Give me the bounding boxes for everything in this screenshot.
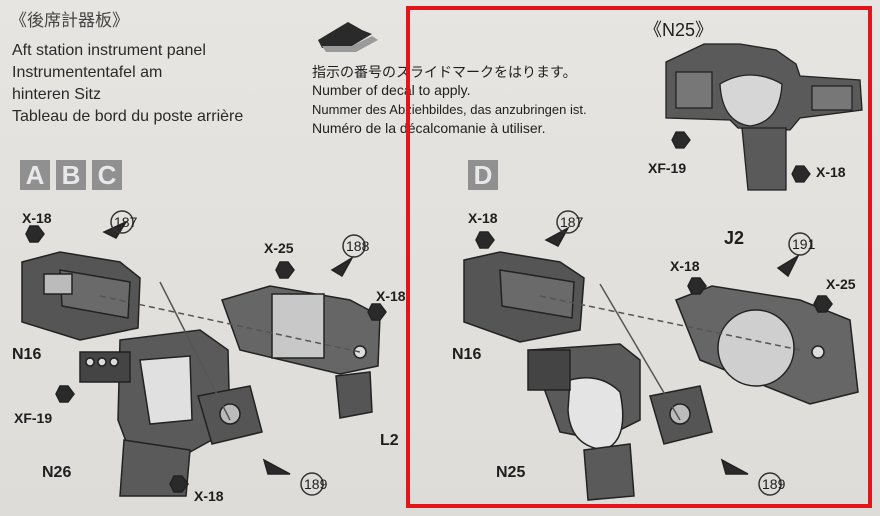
label-x18-ref: X-18 <box>816 164 846 180</box>
label-l2: L2 <box>380 432 399 449</box>
variant-header-a: A <box>20 160 50 190</box>
n25-body <box>527 343 641 501</box>
step-187-d: 187 <box>560 214 584 230</box>
d-assembly <box>463 210 859 501</box>
variant-header-d: D <box>468 160 498 190</box>
label-x25-d: X-25 <box>826 276 856 292</box>
label-n25: N25 <box>496 464 526 481</box>
n16-panel <box>21 251 141 341</box>
desc-en: Aft station instrument panel <box>12 42 206 59</box>
n25-reference <box>665 43 863 191</box>
n26-console <box>79 329 231 497</box>
instruction-en: Number of decal to apply. <box>312 82 471 98</box>
label-x18-top: X-18 <box>22 210 52 226</box>
label-x25: X-25 <box>264 240 294 256</box>
small-unit-d <box>649 385 713 445</box>
label-n26: N26 <box>42 464 72 481</box>
left-assembly <box>21 210 387 497</box>
label-x18-d-mid: X-18 <box>670 258 700 274</box>
n25-title: 《N25》 <box>644 20 714 40</box>
label-n16-d: N16 <box>452 346 482 363</box>
desc-de-2: hinteren Sitz <box>12 86 101 103</box>
instruction-de: Nummer des Abziehbildes, das anzubringen… <box>312 102 587 117</box>
label-x18-bottom: X-18 <box>194 488 224 504</box>
label-n16: N16 <box>12 346 42 363</box>
variant-header-c: C <box>92 160 122 190</box>
label-x18-right: X-18 <box>376 288 406 304</box>
decal-slide-icon <box>318 22 378 52</box>
variant-header-b: B <box>56 160 86 190</box>
section-title: 《後席計器板》 <box>10 11 129 30</box>
n16-panel-d <box>463 251 585 343</box>
step-189: 189 <box>304 476 328 492</box>
j2-hood <box>675 285 859 405</box>
step-187: 187 <box>114 214 138 230</box>
label-xf19-ref: XF-19 <box>648 160 687 176</box>
desc-fr: Tableau de bord du poste arrière <box>12 108 244 125</box>
desc-de-1: Instrumententafel am <box>12 64 163 81</box>
step-191: 191 <box>792 236 816 252</box>
instruction-jp: 指示の番号のスライドマークをはります。 <box>312 64 577 80</box>
instruction-fr: Numéro de la décalcomanie à utiliser. <box>312 120 546 136</box>
label-x18-d-top: X-18 <box>468 210 498 226</box>
step-189-d: 189 <box>762 476 786 492</box>
label-j2: J2 <box>724 228 745 248</box>
label-xf19: XF-19 <box>14 410 53 426</box>
step-188: 188 <box>346 238 370 254</box>
highlight-box <box>406 6 872 508</box>
